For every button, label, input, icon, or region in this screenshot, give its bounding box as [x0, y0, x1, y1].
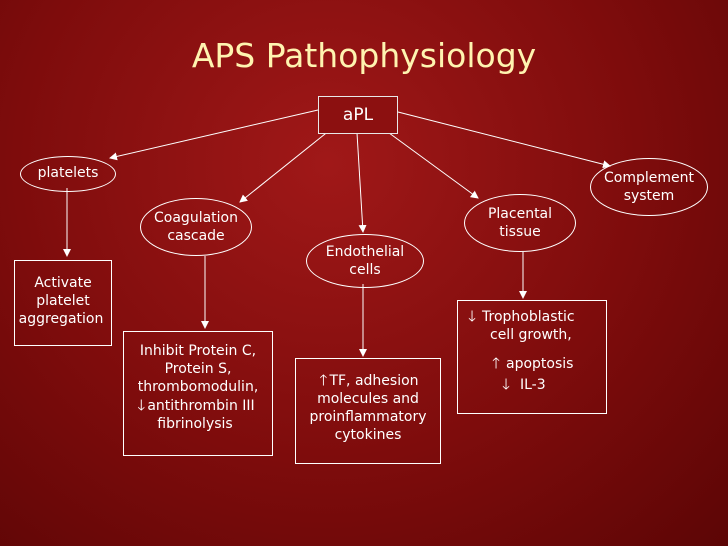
connector-apl-placental — [384, 129, 479, 199]
connector-apl-complement — [397, 111, 611, 169]
slide-title: APS Pathophysiology — [191, 36, 537, 75]
effect-line: proinflammatory — [309, 409, 427, 425]
endothelial-node: Endothelial cells — [306, 234, 424, 288]
effect-line: Activate — [34, 275, 92, 291]
arrow-up-icon: 🡑 — [319, 371, 328, 389]
platelets-label: platelets — [37, 165, 99, 181]
effect-line: cell growth, — [490, 327, 572, 343]
platelets-effect-box: Activate platelet aggregation — [14, 260, 112, 346]
placental-node: Placental tissue — [464, 194, 576, 252]
connector-apl-endothelial — [356, 132, 367, 233]
effect-line: thrombomodulin, — [137, 379, 259, 395]
effect-text: TF, adhesion — [329, 373, 419, 389]
arrow-down-icon: 🡓 — [502, 375, 510, 393]
coagulation-label-line: cascade — [167, 228, 225, 244]
endothelial-label-line: Endothelial — [325, 244, 405, 260]
placental-label-line: tissue — [499, 224, 541, 240]
connector-apl-platelets — [109, 109, 319, 161]
coagulation-effect-box: Inhibit Protein C, Protein S, thrombomod… — [123, 331, 273, 456]
effect-line: fibrinolysis — [157, 416, 233, 432]
arrow-down-icon: 🡓 — [137, 396, 146, 414]
effect-line: Protein S, — [164, 361, 232, 377]
effect-line: cytokines — [334, 427, 402, 443]
coagulation-node: Coagulation cascade — [140, 198, 252, 256]
placental-label-line: Placental — [487, 206, 553, 222]
effect-text: IL-3 — [520, 377, 546, 393]
effect-line: Inhibit Protein C, — [139, 343, 257, 359]
complement-label-line: system — [623, 188, 675, 204]
effect-text: antithrombin III — [147, 398, 255, 414]
placental-effect-box: 🡓 Trophoblastic cell growth, 🡑 apoptosis 🡓… — [457, 300, 607, 414]
effect-line-with-arrow: 🡓antithrombin III — [118, 396, 272, 415]
endothelial-effect-box: 🡑TF, adhesion molecules and proinflammat… — [295, 358, 441, 464]
platelets-node: platelets — [20, 156, 116, 192]
effect-line-with-arrow: 🡓 IL-3 — [458, 375, 606, 394]
effect-line: molecules and — [317, 391, 419, 407]
arrow-up-icon: 🡑 — [492, 354, 500, 372]
endothelial-label-line: cells — [349, 262, 381, 278]
effect-line-with-arrow: 🡓 Trophoblastic — [458, 307, 606, 326]
effect-text: apoptosis — [506, 356, 574, 372]
effect-line-with-arrow: 🡑TF, adhesion — [296, 371, 440, 390]
apl-label: aPL — [342, 105, 374, 125]
apl-box: aPL — [318, 96, 398, 134]
connector-apl-coagulation — [239, 129, 331, 203]
arrow-down-icon: 🡓 — [468, 307, 476, 325]
coagulation-label-line: Coagulation — [154, 210, 238, 226]
complement-node: Complement system — [590, 158, 708, 216]
complement-label-line: Complement — [604, 170, 694, 186]
effect-line-with-arrow: 🡑 apoptosis — [458, 354, 606, 373]
effect-line: aggregation — [18, 311, 104, 327]
effect-line: platelet — [36, 293, 90, 309]
effect-text: Trophoblastic — [482, 309, 575, 325]
